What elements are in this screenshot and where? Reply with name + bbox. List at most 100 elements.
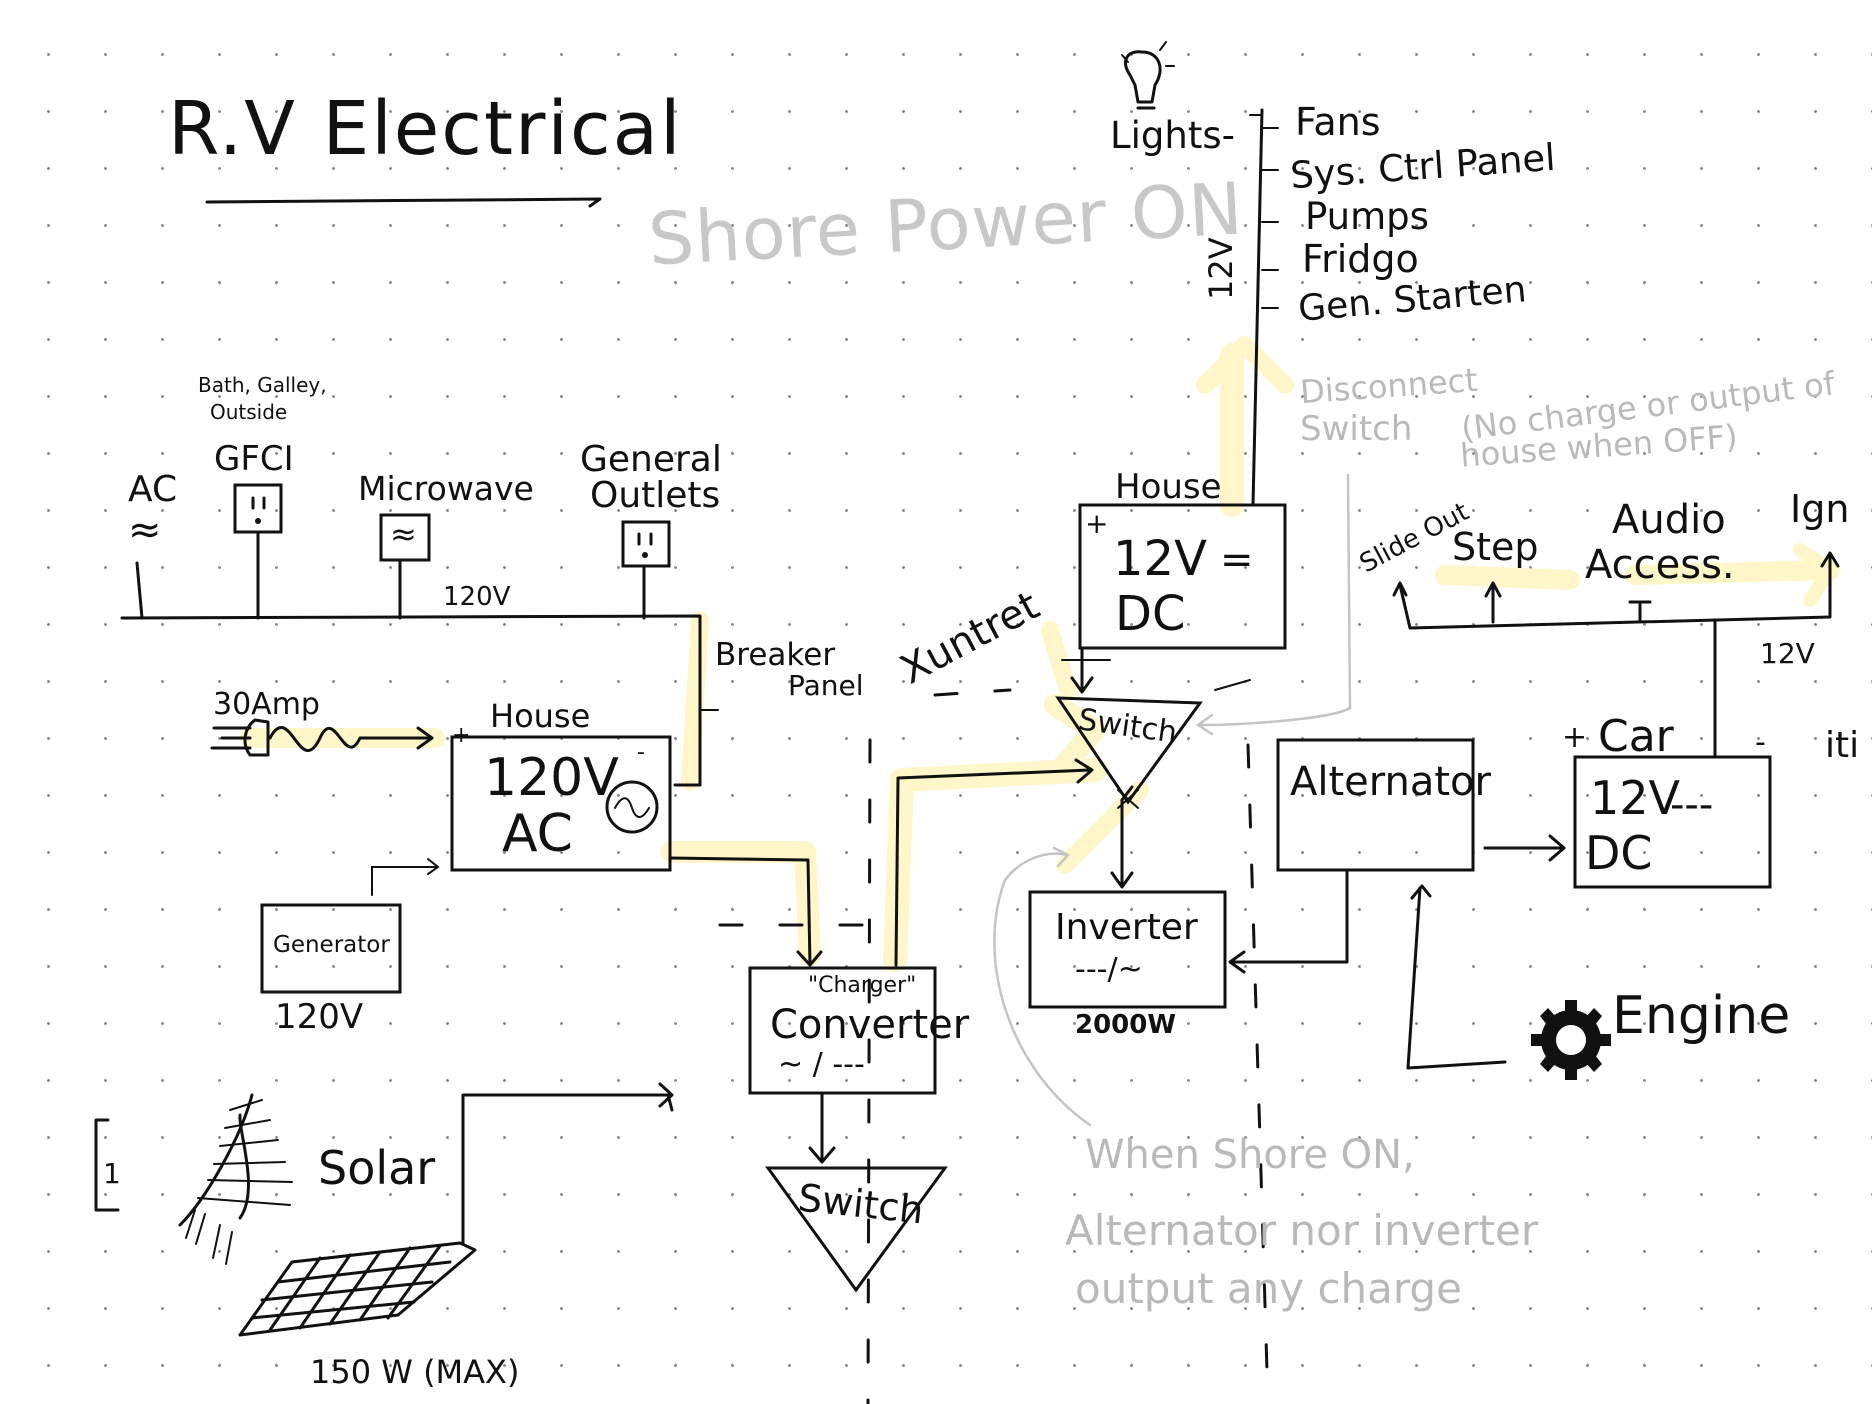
converter-to-switch-line bbox=[808, 1091, 836, 1164]
left-dashed-boundary bbox=[866, 738, 872, 1404]
solar-label: Solar bbox=[318, 1141, 436, 1195]
ac-label: AC bbox=[128, 469, 178, 510]
gfci-note-line2: Outside bbox=[210, 400, 288, 424]
gfci-label: GFCI bbox=[214, 439, 294, 479]
car-side-text: iti bbox=[1825, 725, 1860, 766]
microwave-outlet-icon bbox=[379, 513, 431, 562]
shore-note-line3: output any charge bbox=[1075, 1264, 1462, 1313]
microwave-symbol: ≈ bbox=[390, 515, 417, 553]
converter-symbol: ~ / --- bbox=[778, 1047, 865, 1082]
shore-note-arrow bbox=[993, 846, 1092, 1127]
inverter-box bbox=[1028, 890, 1227, 1009]
house-to-converter-line bbox=[668, 856, 823, 967]
house-dc-to-loads-line bbox=[1251, 108, 1264, 507]
car-battery-box bbox=[1573, 755, 1772, 889]
engine-line bbox=[1406, 884, 1507, 1070]
house-dc-dash-tick bbox=[1214, 679, 1251, 691]
general-outlets-line1: General bbox=[580, 439, 722, 480]
engine-gear-icon bbox=[1531, 1000, 1611, 1080]
house-ac-line2: AC bbox=[502, 804, 573, 864]
step-label: Step bbox=[1452, 525, 1539, 569]
house-dc-line2: DC bbox=[1115, 586, 1186, 642]
car-line1: 12V bbox=[1590, 771, 1681, 825]
ac-source-icon bbox=[605, 780, 659, 834]
house-ac-caption: House bbox=[490, 697, 591, 735]
car-line2: DC bbox=[1585, 826, 1653, 880]
solar-to-boundary-line bbox=[461, 1082, 674, 1245]
house-dc-caption: House bbox=[1115, 467, 1222, 507]
house-ac-symbol: ~ bbox=[620, 790, 621, 791]
ac-wave-symbol bbox=[614, 797, 650, 818]
xuntret-dashed-line bbox=[933, 688, 1012, 697]
house-ac-minus: - bbox=[637, 740, 645, 765]
solar-rating: 150 W (MAX) bbox=[310, 1353, 520, 1391]
fridge-label: Fridgo bbox=[1302, 237, 1419, 281]
ac-bus-voltage: 120V bbox=[443, 582, 511, 612]
pumps-label: Pumps bbox=[1305, 195, 1429, 238]
house-dc-plus: + bbox=[1085, 507, 1109, 540]
disconnect-note-line2: Switch bbox=[1300, 409, 1413, 449]
car-caption: Car bbox=[1598, 711, 1674, 762]
general-outlets-line2: Outlets bbox=[590, 475, 721, 516]
ac-symbol: ≈ bbox=[128, 507, 162, 553]
fans-label: Fans bbox=[1295, 100, 1381, 144]
solar-panel-icon bbox=[178, 1093, 477, 1337]
engine-label: Engine bbox=[1612, 986, 1791, 1046]
inverter-rating: 2000W bbox=[1075, 1010, 1177, 1040]
inverter-symbol: ---/~ bbox=[1075, 952, 1143, 987]
converter-label: Converter bbox=[770, 1002, 970, 1048]
gfci-outlet-icon bbox=[233, 483, 283, 534]
solar-bracket bbox=[94, 1118, 120, 1212]
disconnect-note-arrow bbox=[1195, 473, 1352, 736]
right-dashed-boundary bbox=[1246, 743, 1270, 1404]
shore-plug-icon bbox=[210, 718, 434, 757]
shore-note-line1: When Shore ON, bbox=[1085, 1132, 1415, 1178]
converter-to-switch-up-line bbox=[894, 758, 1094, 967]
house-dc-line1: 12V bbox=[1113, 531, 1207, 587]
house-dc-box bbox=[1078, 503, 1287, 650]
audio-line2: Access. bbox=[1585, 542, 1735, 588]
page-title: R.V Electrical bbox=[168, 86, 683, 172]
solar-bracket-label: 1 bbox=[103, 1157, 121, 1190]
general-outlet-icon bbox=[621, 520, 671, 568]
generator-voltage: 120V bbox=[275, 997, 364, 1037]
ign-label: Ign bbox=[1790, 487, 1850, 531]
breaker-panel-line1: Breaker bbox=[715, 637, 836, 673]
generator-to-house-line bbox=[371, 858, 440, 896]
bottom-switch-triangle bbox=[765, 1166, 948, 1293]
generator-box bbox=[260, 903, 402, 994]
microwave-label: Microwave bbox=[358, 469, 534, 508]
light-bulb-icon bbox=[1121, 41, 1175, 110]
audio-line1: Audio bbox=[1612, 497, 1726, 543]
ac-drop-line bbox=[135, 561, 144, 620]
alternator-to-car-line bbox=[1483, 834, 1566, 862]
alternator-label: Alternator bbox=[1290, 759, 1491, 805]
shore-note-line2: Alternator nor inverter bbox=[1065, 1206, 1539, 1255]
alternator-box bbox=[1276, 738, 1475, 872]
switch-to-inverter-line bbox=[1110, 785, 1134, 889]
house-ac-box bbox=[450, 735, 672, 872]
gfci-note-line1: Bath, Galley, bbox=[198, 373, 327, 397]
title-underline bbox=[205, 197, 602, 208]
ac-bus-line bbox=[120, 614, 702, 787]
generator-label: Generator bbox=[273, 932, 390, 958]
breaker-panel-line2: Panel bbox=[788, 669, 864, 702]
house-dc-to-switch-line bbox=[1070, 646, 1094, 694]
load-ticks bbox=[1249, 114, 1279, 309]
alternator-to-inverter-line bbox=[1228, 868, 1349, 974]
car-plus: + bbox=[1562, 720, 1588, 755]
converter-quote: "Charger" bbox=[808, 973, 917, 998]
house-ac-plus: + bbox=[452, 723, 471, 748]
house-ac-line1: 120V bbox=[484, 748, 619, 808]
converter-box bbox=[748, 966, 937, 1095]
car-minus: - bbox=[1755, 725, 1766, 760]
car-loads-voltage: 12V bbox=[1760, 637, 1815, 670]
car-loads-bus bbox=[1392, 551, 1840, 630]
center-switch-triangle bbox=[1055, 696, 1203, 805]
shore-amp-label: 30Amp bbox=[213, 687, 320, 722]
house-dc-line1-symbol: = bbox=[1220, 537, 1254, 583]
car-line1-symbol: --- bbox=[1670, 782, 1714, 828]
lights-label: Lights- bbox=[1110, 114, 1235, 157]
